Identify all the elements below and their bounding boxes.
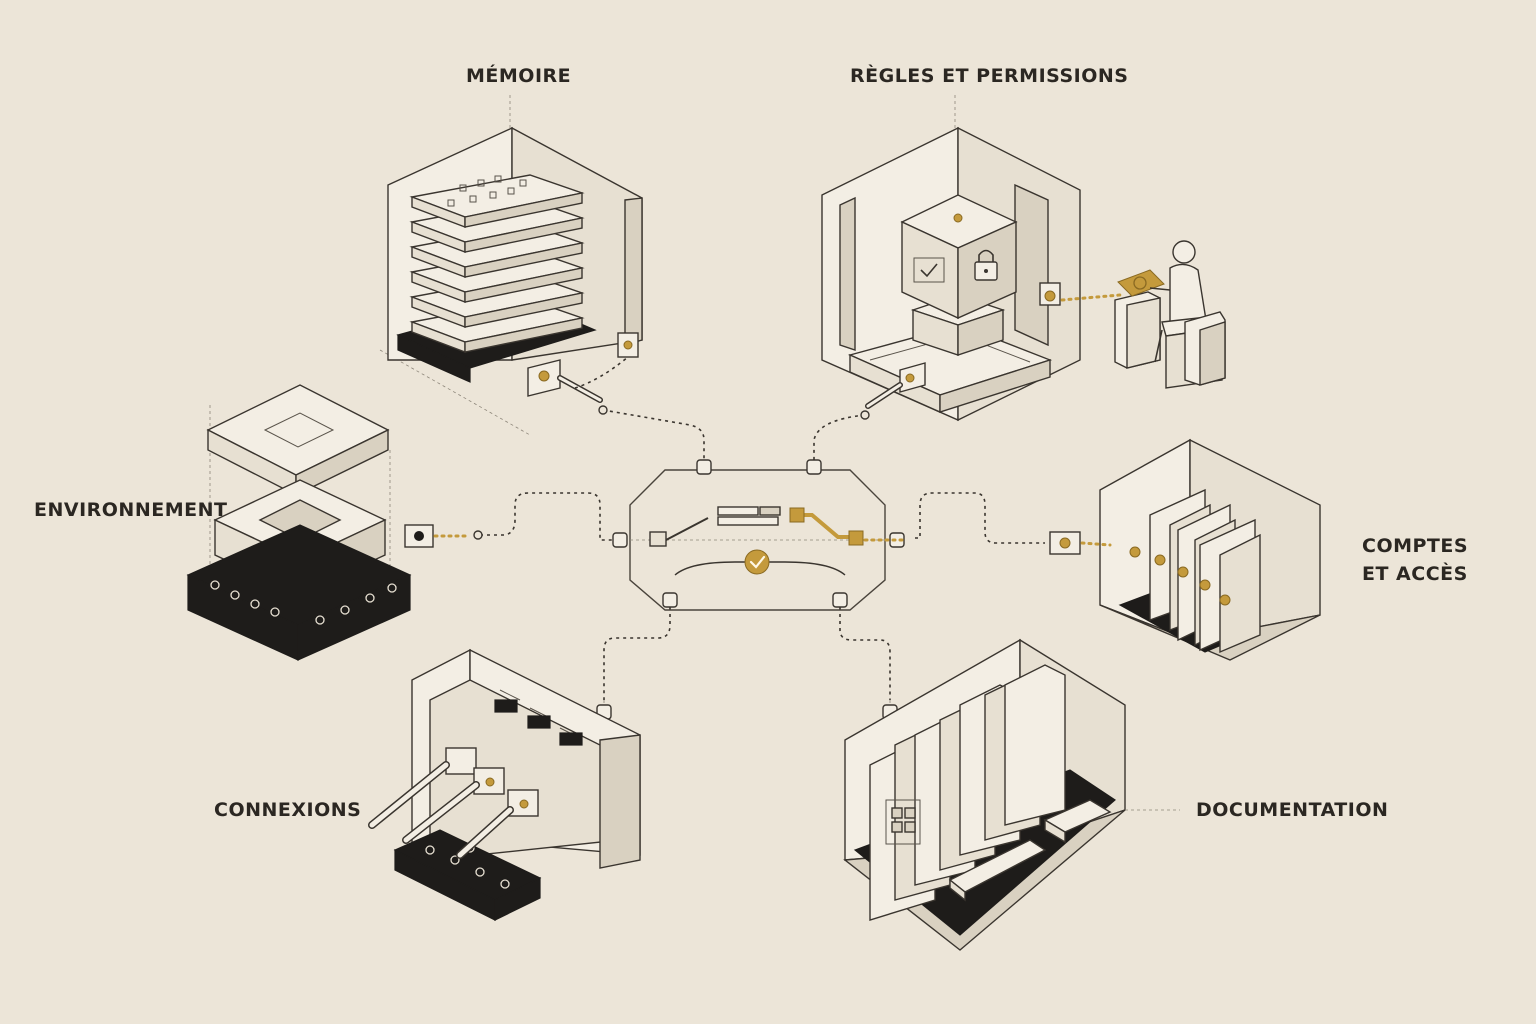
label-documentation: DOCUMENTATION	[1196, 799, 1389, 821]
locker-row	[1129, 488, 1261, 654]
plug-set	[368, 747, 539, 859]
checkmark-icon	[749, 555, 766, 569]
regles-module	[821, 95, 1226, 422]
padlock-icon	[974, 249, 998, 281]
binder-row	[869, 664, 1066, 921]
label-comptes-acces: COMPTES ET ACCÈS	[1362, 532, 1468, 588]
label-environnement: ENVIRONNEMENT	[34, 499, 228, 521]
person-at-desk	[1114, 240, 1226, 389]
label-memoire: MÉMOIRE	[466, 65, 572, 87]
documentation-module	[843, 638, 1180, 951]
comptes-module	[1049, 438, 1321, 661]
wire-environnement	[480, 492, 615, 541]
hub-port-right	[889, 532, 905, 548]
memoire-module	[379, 95, 643, 436]
label-connexions: CONNEXIONS	[214, 799, 362, 821]
label-regles-permissions: RÈGLES ET PERMISSIONS	[850, 65, 1129, 87]
wire-connexions	[603, 600, 671, 700]
wire-memoire	[602, 409, 705, 462]
memory-stack	[409, 174, 585, 354]
check-circle-icon	[744, 549, 770, 575]
hub-port-top-right	[806, 459, 822, 475]
label-comptes-line1: COMPTES	[1362, 535, 1469, 557]
central-hub	[612, 459, 907, 611]
connection-wires	[480, 409, 1045, 700]
checkmark-icon	[920, 263, 938, 278]
hub-port-top-left	[696, 459, 712, 475]
wire-documentation	[839, 600, 891, 700]
label-comptes-line2: ET ACCÈS	[1362, 563, 1468, 585]
connexions-module	[368, 648, 641, 921]
environnement-module	[186, 384, 483, 661]
wire-comptes	[915, 492, 1045, 544]
hub-port-left	[612, 532, 628, 548]
hub-port-bottom-left	[662, 592, 678, 608]
wire-regles	[813, 414, 866, 462]
hub-port-bottom-right	[832, 592, 848, 608]
